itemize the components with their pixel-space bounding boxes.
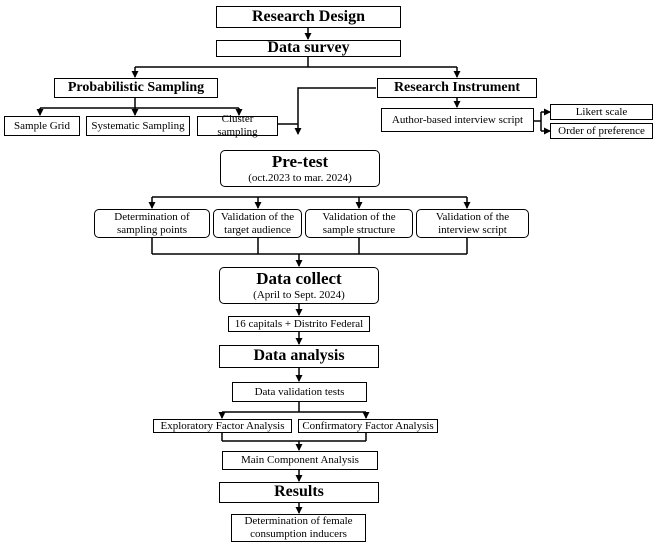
validation-audience-line1: Validation of the <box>220 210 295 223</box>
data-survey-box: Data survey <box>216 39 401 57</box>
likert-scale-box: Likert scale <box>550 104 653 120</box>
validation-structure-line1: Validation of the <box>322 210 396 223</box>
sample-grid-label: Sample Grid <box>14 119 70 132</box>
validation-audience-box: Validation of the target audience <box>213 209 302 238</box>
validation-script-line2: interview script <box>438 223 507 236</box>
research-instrument-label: Research Instrument <box>393 79 521 95</box>
probabilistic-sampling-label: Probabilistic Sampling <box>67 79 205 95</box>
validation-script-box: Validation of the interview script <box>416 209 529 238</box>
data-collect-title: Data collect <box>256 268 342 288</box>
determination-sampling-line1: Determination of <box>114 210 190 223</box>
research-design-label: Research Design <box>251 7 366 25</box>
pretest-period: (oct.2023 to mar. 2024) <box>248 171 352 184</box>
main-component-box: Main Component Analysis <box>222 451 378 470</box>
order-of-preference-label: Order of preference <box>558 124 645 137</box>
validation-script-line1: Validation of the <box>435 210 510 223</box>
order-of-preference-box: Order of preference <box>550 123 653 139</box>
data-collect-period: (April to Sept. 2024) <box>253 288 345 301</box>
main-component-label: Main Component Analysis <box>241 454 359 467</box>
female-inducers-line1: Determination of female <box>244 515 353 528</box>
exploratory-fa-box: Exploratory Factor Analysis <box>153 419 292 433</box>
determination-sampling-box: Determination of sampling points <box>94 209 210 238</box>
capitals-label: 16 capitals + Distrito Federal <box>234 317 364 330</box>
data-analysis-label: Data analysis <box>253 347 345 365</box>
exploratory-fa-label: Exploratory Factor Analysis <box>160 419 285 432</box>
sample-grid-box: Sample Grid <box>4 116 80 136</box>
cluster-sampling-box: Cluster sampling <box>197 113 278 138</box>
validation-audience-line2: target audience <box>224 223 291 236</box>
author-script-box: Author-based interview script <box>381 108 534 132</box>
validation-tests-label: Data validation tests <box>254 385 345 398</box>
validation-tests-box: Data validation tests <box>232 382 367 402</box>
cluster-sampling-label: Cluster sampling <box>217 113 258 138</box>
data-collect-box: Data collect (April to Sept. 2024) <box>219 267 379 304</box>
systematic-sampling-box: Systematic Sampling <box>86 116 190 136</box>
results-label: Results <box>274 483 324 501</box>
research-instrument-box: Research Instrument <box>377 78 537 98</box>
confirmatory-fa-box: Confirmatory Factor Analysis <box>298 419 438 433</box>
data-survey-label: Data survey <box>267 39 350 57</box>
data-analysis-box: Data analysis <box>219 345 379 368</box>
determination-sampling-line2: sampling points <box>117 223 187 236</box>
female-inducers-line2: consumption inducers <box>250 528 347 540</box>
pretest-box: Pre-test (oct.2023 to mar. 2024) <box>220 150 380 187</box>
pretest-title: Pre-test <box>271 151 329 171</box>
validation-structure-line2: sample structure <box>322 223 396 236</box>
author-script-label: Author-based interview script <box>391 113 524 126</box>
probabilistic-sampling-box: Probabilistic Sampling <box>54 78 218 98</box>
systematic-sampling-label: Systematic Sampling <box>91 119 185 132</box>
validation-structure-box: Validation of the sample structure <box>305 209 413 238</box>
research-design-box: Research Design <box>216 6 401 28</box>
female-inducers-box: Determination of female consumption indu… <box>231 514 366 542</box>
likert-scale-label: Likert scale <box>575 105 628 118</box>
capitals-box: 16 capitals + Distrito Federal <box>228 316 370 332</box>
confirmatory-fa-label: Confirmatory Factor Analysis <box>302 419 434 432</box>
results-box: Results <box>219 482 379 503</box>
